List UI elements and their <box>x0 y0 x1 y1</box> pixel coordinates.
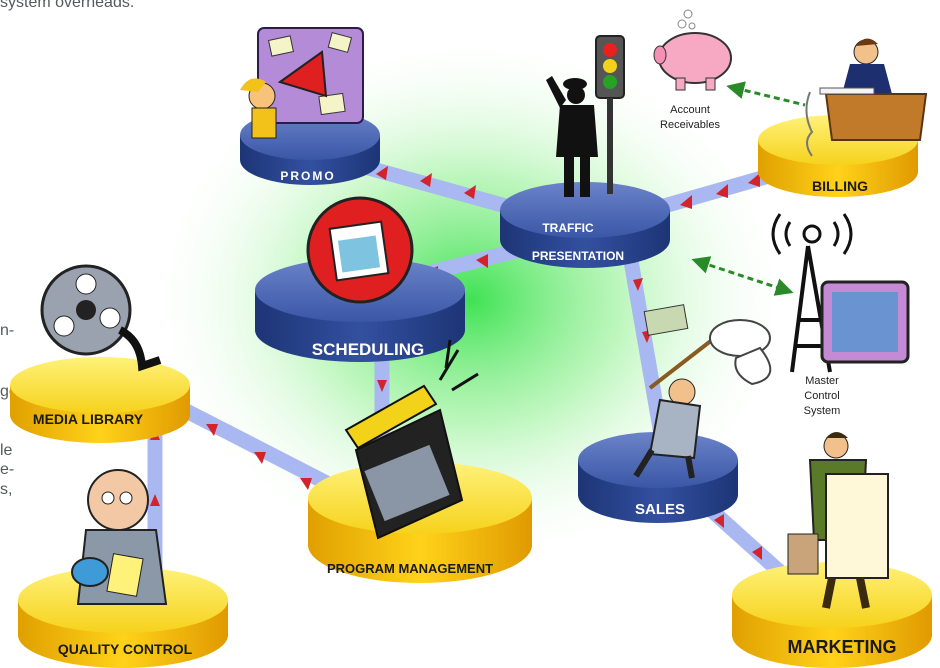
node-sales[interactable]: SALES <box>578 432 738 523</box>
flow-arrow <box>464 185 476 199</box>
node-media-library[interactable]: MEDIA LIBRARY <box>10 357 190 443</box>
traffic-officer-illustration <box>546 35 625 197</box>
flow-arrow <box>748 173 760 187</box>
flow-arrow <box>633 278 643 291</box>
master-control-tower-illustration <box>771 213 910 373</box>
calendar-icon <box>306 196 414 304</box>
dashed-arrow-billing-receivables <box>726 81 806 107</box>
node-traffic[interactable]: TRAFFIC PRESENTATION <box>500 182 670 268</box>
node-traffic-label: TRAFFIC <box>542 221 594 235</box>
flow-arrow <box>716 184 728 198</box>
flow-arrow <box>150 494 160 506</box>
node-quality-control-label: QUALITY CONTROL <box>58 641 193 657</box>
flow-arrow <box>376 166 388 180</box>
piggy-bank-icon <box>653 9 732 91</box>
quality-control-scientist-illustration <box>71 469 168 605</box>
side-text-fragment-5: s, <box>0 481 13 498</box>
master-control-caption-1: Master <box>805 375 839 387</box>
side-text-fragment-3: le <box>0 442 13 459</box>
master-control-caption-3: System <box>804 405 841 417</box>
node-scheduling-label: SCHEDULING <box>312 340 424 359</box>
dashed-arrow-traffic-master-control <box>691 256 794 296</box>
flow-arrow <box>206 424 218 436</box>
node-sales-label: SALES <box>635 501 685 518</box>
flow-arrow <box>377 380 387 392</box>
node-media-library-label: MEDIA LIBRARY <box>33 411 144 427</box>
header-text-fragment: system overheads. <box>0 0 135 11</box>
flow-arrow <box>476 254 488 268</box>
master-control-caption-2: Control <box>804 390 839 402</box>
node-billing-label: BILLING <box>812 178 868 194</box>
connector-traffic-sales <box>622 247 670 448</box>
node-promo-label: PROMO <box>280 169 335 183</box>
node-presentation-label: PRESENTATION <box>532 249 624 263</box>
sales-money-chaser-illustration <box>633 304 772 479</box>
flow-arrow <box>680 195 692 209</box>
side-text-fragment-1: n- <box>0 322 15 339</box>
promo-megaphone-illustration <box>240 27 364 139</box>
flow-arrow <box>714 514 724 528</box>
flow-arrow <box>254 452 266 464</box>
film-reel-icon <box>40 264 162 372</box>
marketing-signboard-man-illustration <box>787 432 889 609</box>
billing-clerk-illustration <box>805 38 928 157</box>
flow-arrow <box>300 478 312 490</box>
connector-media-program <box>157 392 358 503</box>
flow-arrow <box>420 173 432 187</box>
node-marketing-label: MARKETING <box>788 637 897 657</box>
side-text-fragment-4: e- <box>0 461 15 478</box>
clapperboard-icon <box>344 339 479 540</box>
flow-arrow <box>752 546 762 560</box>
account-receivables-caption-1: Account <box>670 104 710 116</box>
node-program-management-label: PROGRAM MANAGEMENT <box>327 561 493 576</box>
account-receivables-caption-2: Receivables <box>660 119 720 131</box>
